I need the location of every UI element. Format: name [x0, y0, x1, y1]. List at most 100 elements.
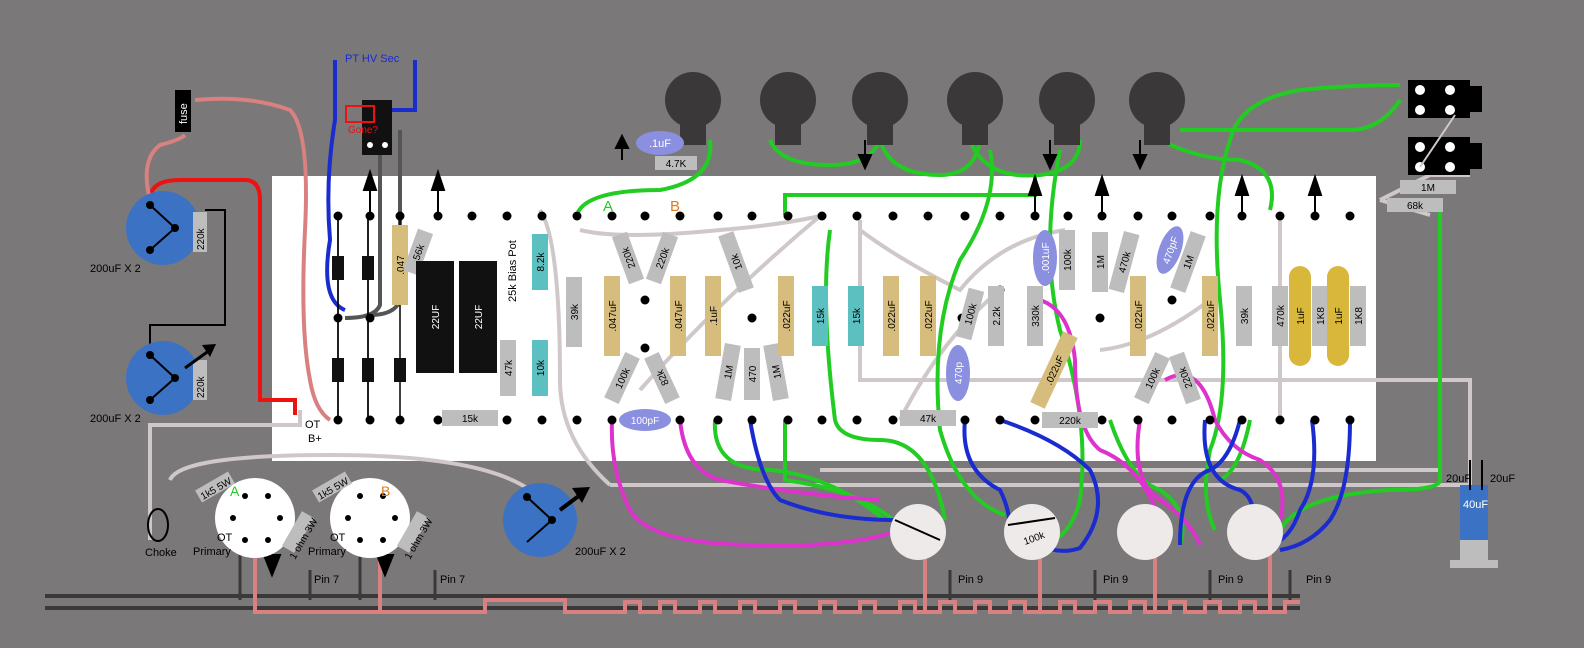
preamp-socket-1: [890, 504, 946, 560]
component-body: [402, 228, 434, 276]
resistor: 220k: [611, 231, 645, 285]
component-body: [644, 351, 680, 405]
ground-arrows: [262, 133, 1323, 578]
component-body: [705, 276, 721, 356]
turret-lug: [1205, 211, 1215, 221]
resistor: 470k: [1272, 286, 1288, 346]
turret-lug: [747, 415, 757, 425]
r-220k-1-label: 220k: [196, 227, 207, 250]
gone-label: Gone?: [348, 125, 378, 136]
resistor: 1K8: [1350, 286, 1366, 346]
capacitor: .022uF: [883, 276, 899, 356]
pot-4[interactable]: [947, 72, 1003, 145]
diode: [362, 256, 374, 280]
component-label: 15k: [462, 414, 479, 425]
capacitor: 1uF: [1289, 266, 1311, 366]
input-jack-1[interactable]: [1408, 80, 1482, 118]
capacitor: 1uF: [1327, 266, 1349, 366]
turret-lug: [888, 415, 898, 425]
resistor: 1M: [1170, 231, 1206, 293]
component-body: [670, 276, 686, 356]
heater-wire: [253, 545, 1300, 614]
component-label: 100pF: [631, 416, 659, 427]
turret-lug: [1275, 415, 1285, 425]
pin9-4-label: Pin 9: [1306, 574, 1331, 586]
component-label: 1M: [771, 364, 784, 380]
pin9-3-label: Pin 9: [1218, 574, 1243, 586]
turret-lug: [713, 415, 723, 425]
front-panel-pots: [665, 72, 1185, 145]
turret-lug: [1133, 211, 1143, 221]
turret-lug: [1345, 415, 1355, 425]
resistor: 56k: [402, 228, 434, 276]
input-jack-2[interactable]: [1408, 114, 1482, 175]
turret-lug: [960, 415, 970, 425]
blue-wires: [325, 60, 1352, 553]
resistor: 47k: [900, 410, 956, 426]
turret-lug: [333, 415, 343, 425]
resistor: 39k: [566, 277, 582, 347]
capacitor: .022uF: [1202, 276, 1218, 356]
capacitor: 470p: [946, 345, 970, 401]
component-label: 39k: [1240, 307, 1251, 324]
resistor: 470: [744, 348, 760, 400]
component-label: 470k: [1276, 304, 1287, 327]
resistor: 100k: [955, 287, 985, 341]
diode: [332, 256, 344, 280]
component-body: [1289, 266, 1311, 366]
output-can-cap: [1450, 460, 1498, 568]
turret-lug: [333, 313, 343, 323]
component-body: [955, 287, 985, 341]
pot-1[interactable]: [665, 72, 721, 145]
resistor: 220k: [645, 231, 679, 285]
power-tube-socket-b: [312, 471, 430, 558]
component-label: 470p: [954, 361, 965, 384]
turret-lug: [1167, 295, 1177, 305]
turret-lug: [502, 415, 512, 425]
jack-resistor-68k-label: 68k: [1407, 201, 1424, 212]
turret-lug: [537, 211, 547, 221]
component-label: 22UF: [474, 305, 485, 329]
resistor: 8.2k: [532, 234, 548, 290]
component-label: 1M: [723, 364, 736, 380]
turret-lug: [852, 415, 862, 425]
capacitor: .1uF: [705, 276, 721, 356]
pot-resistor-label: 4.7K: [666, 159, 687, 170]
component-label: .022uF: [887, 300, 898, 331]
pot-5[interactable]: [1039, 72, 1095, 145]
resistor: 470k: [1108, 230, 1140, 294]
component-body: [1168, 351, 1202, 405]
pot-3[interactable]: [852, 72, 908, 145]
r-220k-2-label: 220k: [196, 375, 207, 398]
component-label: 330k: [1031, 304, 1042, 327]
turret-lug: [1205, 415, 1215, 425]
turret-lug: [1030, 211, 1040, 221]
turret-lug: [537, 415, 547, 425]
component-label: 47k: [504, 359, 515, 376]
resistor: 15k: [442, 410, 498, 426]
turret-lug: [817, 211, 827, 221]
capacitor: 22UF: [416, 261, 454, 373]
turret-lug: [502, 211, 512, 221]
turret-lug: [783, 415, 793, 425]
component-body: [848, 286, 864, 346]
component-label: .047: [396, 255, 407, 275]
pot-2[interactable]: [760, 72, 816, 145]
component-body: [619, 409, 671, 431]
power-tube-a-label: A: [230, 483, 240, 499]
green-wires: [576, 83, 1442, 547]
turret-lug: [333, 211, 343, 221]
pin7-1-label: Pin 7: [314, 574, 339, 586]
pin9-1-label: Pin 9: [958, 574, 983, 586]
pot-6[interactable]: [1129, 72, 1185, 145]
primary-2-label: Primary: [308, 546, 346, 558]
cap-20uf-2-label: 20uF: [1490, 473, 1515, 485]
component-label: 1uF: [1334, 307, 1345, 324]
resistor: 15k: [812, 286, 828, 346]
ot-label: OT: [305, 419, 321, 431]
jack-resistor-1m: [1400, 180, 1456, 194]
resistor: 2.2k: [988, 286, 1004, 346]
diode: [332, 358, 344, 382]
